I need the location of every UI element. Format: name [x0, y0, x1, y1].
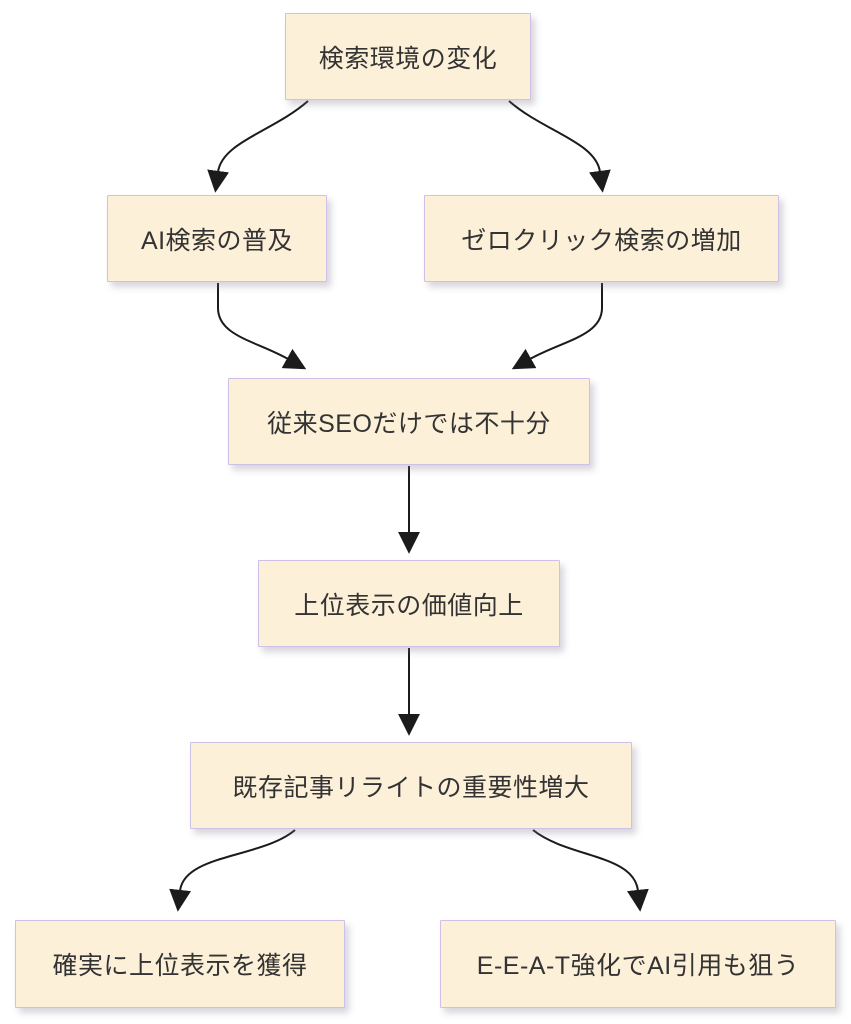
- node-top-ranking-value-up: 上位表示の価値向上: [258, 560, 560, 647]
- node-rewrite-importance-grow: 既存記事リライトの重要性増大: [190, 742, 632, 829]
- node-label: 確実に上位表示を獲得: [52, 952, 308, 980]
- edge-search-env-to-ai-search: [207, 100, 309, 193]
- node-secure-top-ranking: 確実に上位表示を獲得: [15, 920, 345, 1008]
- node-ai-search-spread: AI検索の普及: [107, 195, 327, 282]
- node-label: 従来SEOだけでは不十分: [267, 409, 551, 438]
- node-zero-click-increase: ゼロクリック検索の増加: [424, 195, 779, 282]
- edge-search-env-to-zero-click: [508, 100, 611, 193]
- node-eeat-ai-citation: E-E-A-T強化でAI引用も狙う: [440, 920, 836, 1008]
- edge-rewrite-to-secure-ranking: [169, 829, 296, 912]
- edge-zero-click-to-seo-insufficient: [511, 283, 603, 370]
- node-search-env-change: 検索環境の変化: [285, 13, 531, 100]
- edge-rewrite-to-eeat: [532, 829, 649, 912]
- edge-ai-search-to-seo-insufficient: [217, 283, 307, 370]
- node-label: 上位表示の価値向上: [294, 591, 524, 620]
- node-label: E-E-A-T強化でAI引用も狙う: [476, 952, 800, 980]
- node-label: 検索環境の変化: [318, 44, 498, 73]
- node-label: ゼロクリック検索の増加: [461, 226, 742, 255]
- node-label: AI検索の普及: [140, 226, 294, 255]
- node-traditional-seo-insufficient: 従来SEOだけでは不十分: [228, 378, 590, 465]
- node-label: 既存記事リライトの重要性増大: [232, 773, 590, 802]
